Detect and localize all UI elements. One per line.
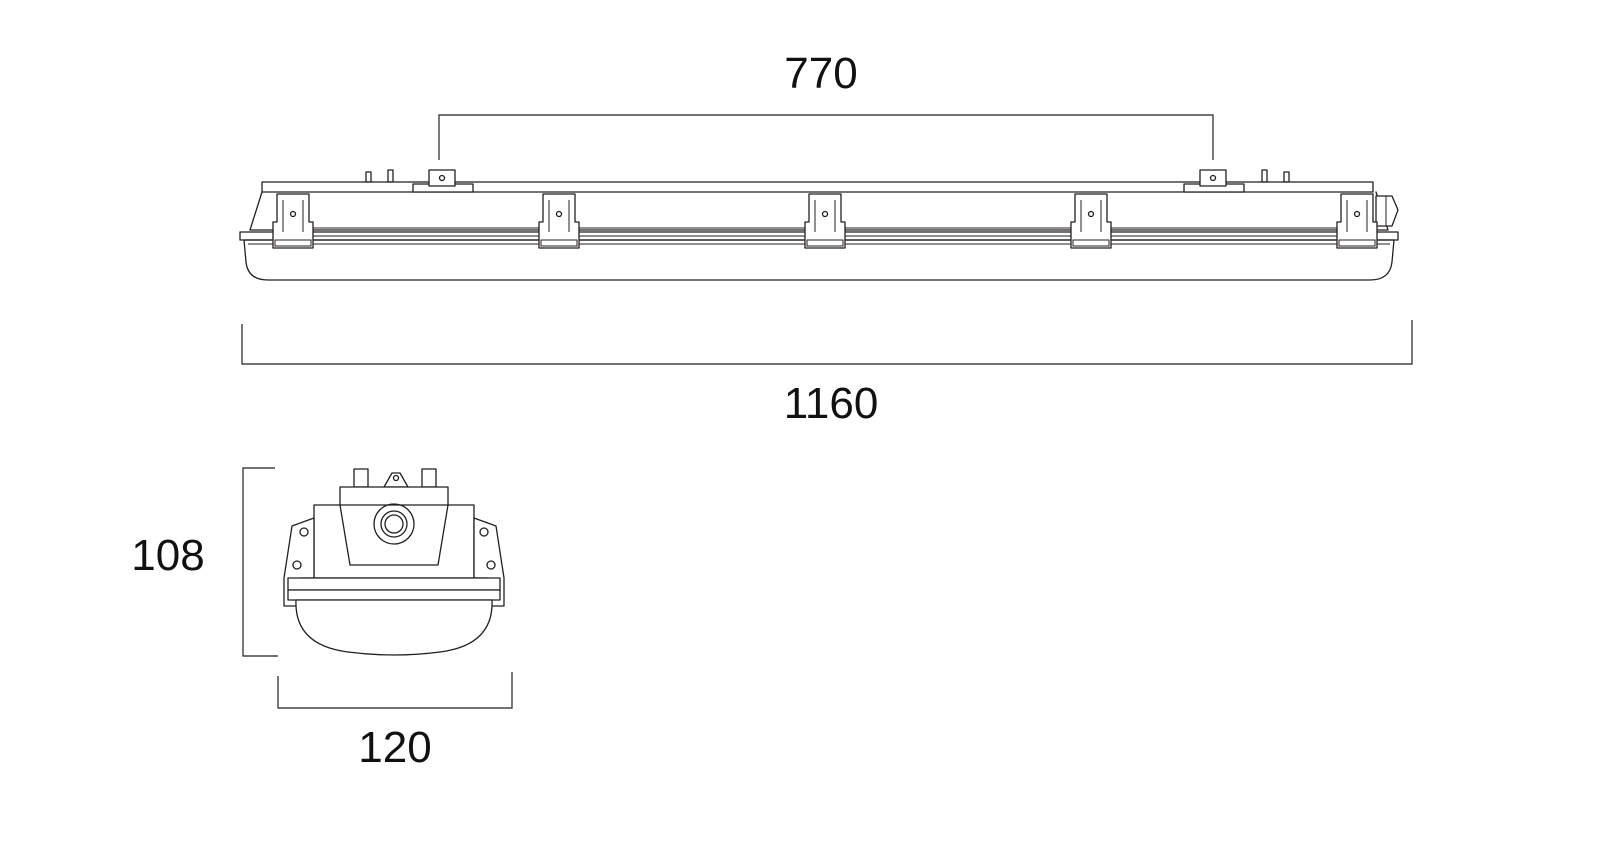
dimension-1160-label: 1160 — [784, 379, 879, 428]
dimension-770-label: 770 — [784, 49, 857, 98]
dimension-120-label: 120 — [358, 723, 431, 772]
diffuser-cover — [243, 239, 1395, 281]
dimension-770: 770 — [438, 49, 1214, 160]
top-pins — [365, 169, 1290, 183]
clip — [1070, 193, 1112, 249]
mounting-bracket-left — [412, 169, 474, 193]
dimension-120: 120 — [277, 672, 513, 772]
dimension-108: 108 — [131, 467, 278, 657]
clip — [804, 193, 846, 249]
clip — [272, 193, 314, 249]
dimension-108-label: 108 — [131, 531, 204, 580]
end-socket-panel — [339, 504, 449, 566]
end-cable-gland — [373, 503, 415, 545]
clip — [538, 193, 580, 249]
cable-gland — [1375, 195, 1399, 227]
side-view — [239, 169, 1399, 281]
end-view — [283, 468, 505, 656]
housing-top-rail — [261, 181, 1374, 193]
dimension-1160: 1160 — [241, 320, 1413, 428]
end-diffuser — [295, 599, 493, 656]
housing-flange — [239, 231, 1399, 241]
mounting-bracket-right — [1183, 169, 1245, 193]
clip — [1336, 193, 1378, 249]
clips — [272, 193, 1378, 249]
